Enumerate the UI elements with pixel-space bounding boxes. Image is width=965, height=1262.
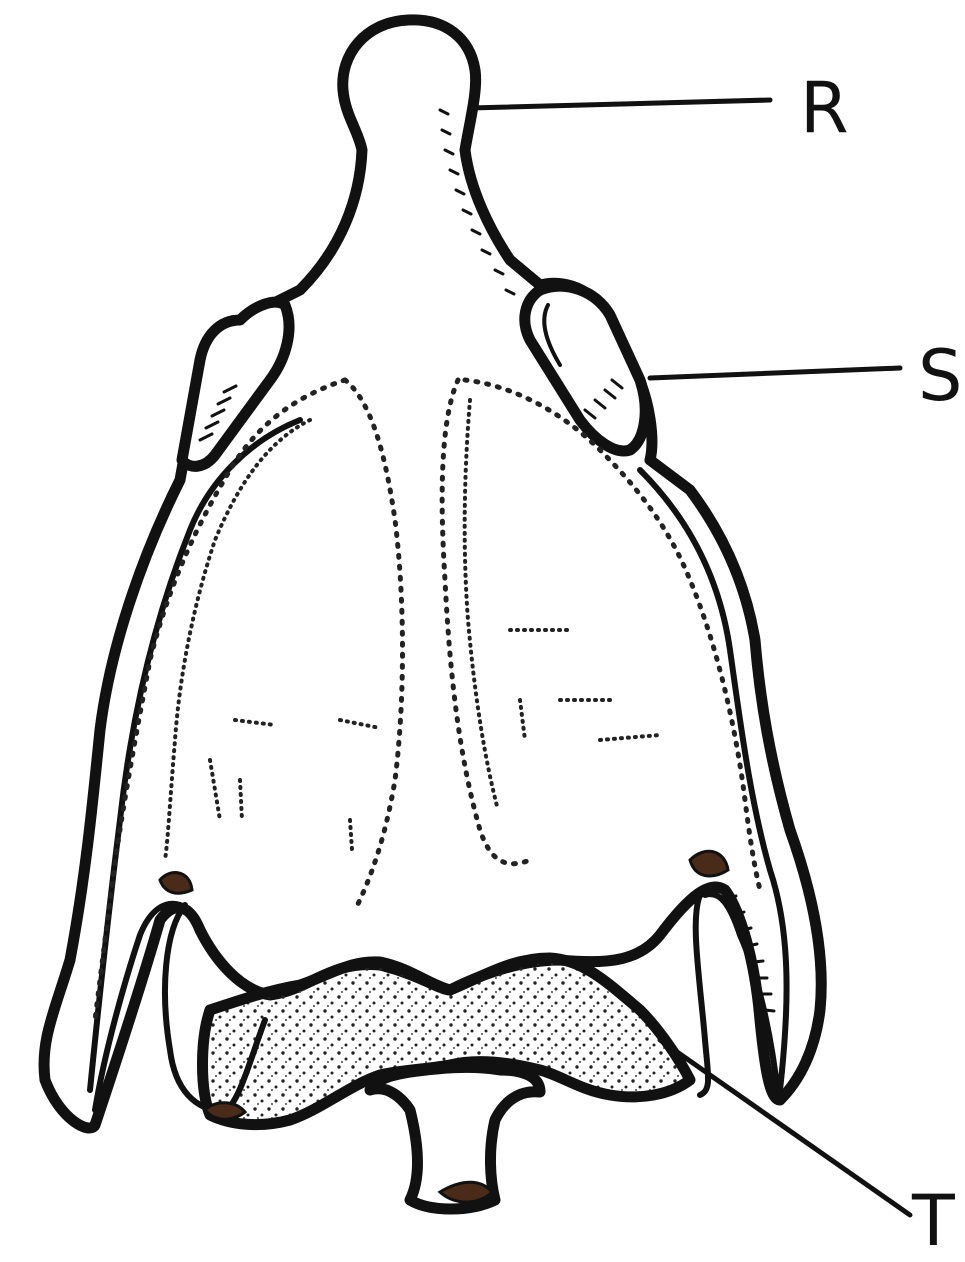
right-stain — [690, 851, 728, 876]
leader-R — [470, 100, 770, 108]
label-T: T — [911, 1180, 955, 1262]
left-stain — [205, 1103, 245, 1120]
skull-outline — [44, 20, 821, 1128]
leader-S — [650, 368, 900, 378]
label-R: R — [800, 67, 849, 149]
label-S: S — [918, 335, 962, 417]
